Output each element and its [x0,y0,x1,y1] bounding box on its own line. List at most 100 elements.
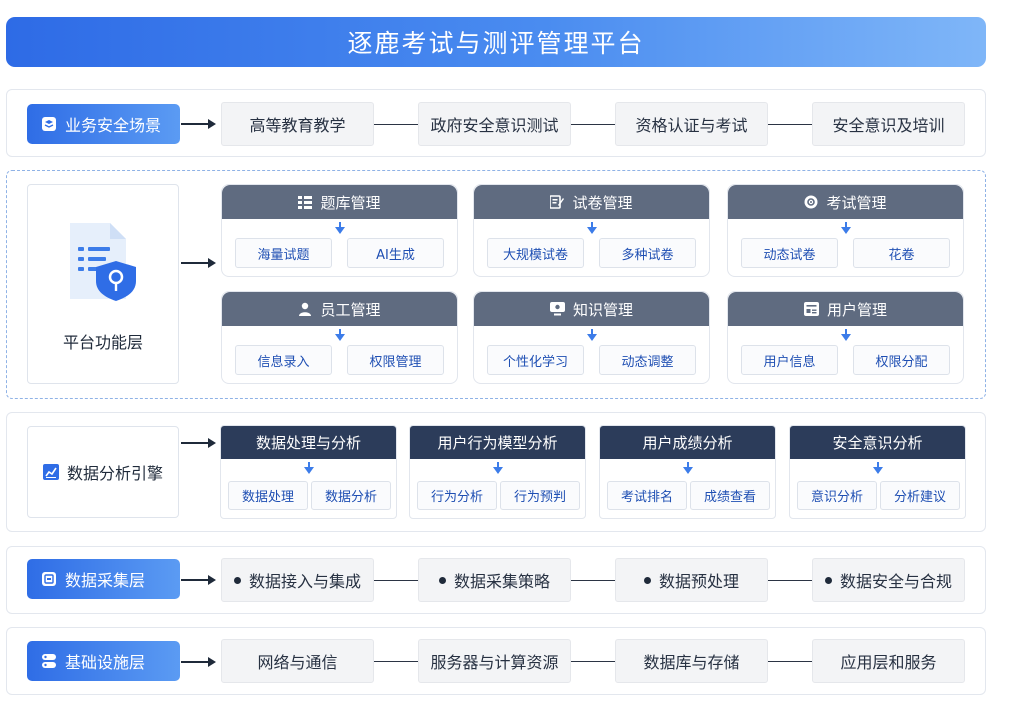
sub-item: 行为预判 [500,481,580,510]
scene-connector-1 [374,124,418,125]
arrow-down-icon [840,329,851,341]
analysis-module-3: 用户成绩分析 考试排名 成绩查看 [599,425,776,519]
infra-label: 基础设施层 [27,641,180,681]
page-title: 逐鹿考试与测评管理平台 [6,17,986,67]
collect-item-2: 数据采集策略 [418,558,571,602]
scene-item-3: 资格认证与考试 [615,102,768,146]
analysis-module-head: 用户行为模型分析 [410,426,585,459]
sub-item: 用户信息 [741,345,838,375]
analysis-arrow [181,438,216,448]
module-user: 用户管理 用户信息 权限分配 [727,291,964,384]
module-exam: 考试管理 动态试卷 花卷 [727,184,964,277]
sub-item: 数据分析 [311,481,391,510]
edit-icon [550,195,565,209]
sub-item: 海量试题 [235,238,332,268]
collect-label: 数据采集层 [27,559,180,599]
sub-item: 动态调整 [599,345,696,375]
sub-item: 考试排名 [607,481,687,510]
collect-connector-2 [571,580,615,581]
sub-item: 分析建议 [880,481,960,510]
server-icon [42,654,56,668]
infra-item-2: 服务器与计算资源 [418,639,571,683]
arrow-down-icon [682,462,693,474]
sub-item: 意识分析 [797,481,877,510]
module-paper: 试卷管理 大规模试卷 多种试卷 [473,184,710,277]
arrow-down-icon [586,329,597,341]
sub-item: 权限管理 [347,345,444,375]
analysis-module-head: 用户成绩分析 [600,426,775,459]
sub-item: 花卷 [853,238,950,268]
bullet-icon [824,576,832,584]
infra-item-4: 应用层和服务 [812,639,965,683]
collect-item-3: 数据预处理 [615,558,768,602]
arrow-down-icon [303,462,314,474]
infra-connector-3 [768,661,812,662]
scene-arrow [181,119,216,129]
sub-item: AI生成 [347,238,444,268]
id-card-icon [803,302,819,316]
collect-label-text: 数据采集层 [65,571,146,590]
target-icon [804,195,818,209]
person-icon [299,302,312,316]
scene-item-1: 高等教育教学 [221,102,374,146]
analysis-module-1: 数据处理与分析 数据处理 数据分析 [220,425,397,519]
infra-arrow [181,657,216,667]
module-knowledge: 知识管理 个性化学习 动态调整 [473,291,710,384]
platform-label-card: 平台功能层 [27,184,179,384]
scene-label: 业务安全场景 [27,104,180,144]
analysis-module-4: 安全意识分析 意识分析 分析建议 [789,425,966,519]
sub-item: 信息录入 [235,345,332,375]
scene-item-2: 政府安全意识测试 [418,102,571,146]
layers-icon [42,117,56,131]
collect-connector-3 [768,580,812,581]
sub-item: 成绩查看 [690,481,770,510]
analysis-module-2: 用户行为模型分析 行为分析 行为预判 [409,425,586,519]
platform-arrow [181,258,216,268]
infra-item-3: 数据库与存储 [615,639,768,683]
bullet-icon [643,576,651,584]
sub-item: 行为分析 [417,481,497,510]
arrow-down-icon [492,462,503,474]
scene-connector-3 [768,124,812,125]
bullet-icon [438,576,446,584]
arrow-down-icon [872,462,883,474]
module-head: 试卷管理 [474,185,709,219]
arrow-down-icon [334,222,345,234]
bullet-icon [233,576,241,584]
collect-arrow [181,575,216,585]
sub-item: 数据处理 [228,481,308,510]
collect-item-1: 数据接入与集成 [221,558,374,602]
sub-item: 大规模试卷 [487,238,584,268]
module-head: 员工管理 [222,292,457,326]
infra-connector-2 [571,661,615,662]
scene-item-4: 安全意识及培训 [812,102,965,146]
module-head: 用户管理 [728,292,963,326]
chart-icon [42,464,59,480]
module-staff: 员工管理 信息录入 权限管理 [221,291,458,384]
arrow-down-icon [586,222,597,234]
arrow-down-icon [334,329,345,341]
collect-connector-1 [374,580,418,581]
analysis-label: 数据分析引擎 [66,464,163,483]
module-head: 题库管理 [222,185,457,219]
scene-connector-2 [571,124,615,125]
monitor-icon [549,302,565,316]
infra-item-1: 网络与通信 [221,639,374,683]
sub-item: 动态试卷 [741,238,838,268]
analysis-module-head: 数据处理与分析 [221,426,396,459]
arrow-down-icon [840,222,851,234]
module-head: 考试管理 [728,185,963,219]
collect-item-4: 数据安全与合规 [812,558,965,602]
sub-item: 多种试卷 [599,238,696,268]
infra-connector-1 [374,661,418,662]
infra-label-text: 基础设施层 [65,653,146,672]
sub-item: 权限分配 [853,345,950,375]
platform-label: 平台功能层 [62,333,143,352]
analysis-module-head: 安全意识分析 [790,426,965,459]
module-head: 知识管理 [474,292,709,326]
module-question-bank: 题库管理 海量试题 AI生成 [221,184,458,277]
scene-label-text: 业务安全场景 [65,116,162,135]
document-shield-icon [70,223,136,301]
sub-item: 个性化学习 [487,345,584,375]
analysis-label-card: 数据分析引擎 [27,426,179,518]
